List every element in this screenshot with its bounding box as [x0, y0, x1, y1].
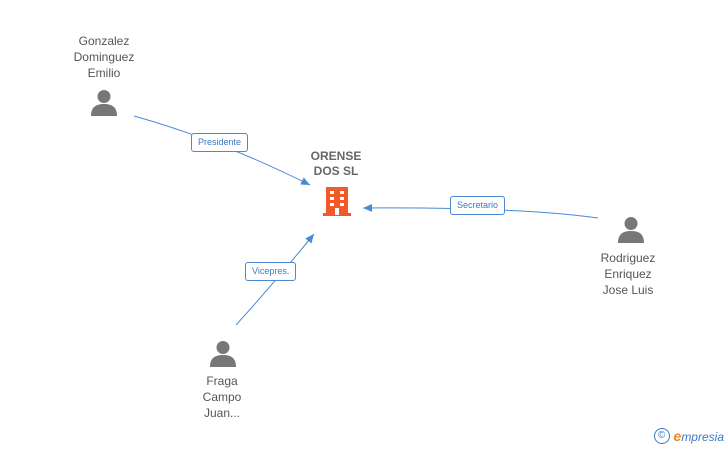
person-label-gonzalez[interactable]: Gonzalez Dominguez Emilio	[54, 33, 154, 81]
company-name-line1: ORENSE	[310, 149, 362, 163]
person-label-fraga[interactable]: Fraga Campo Juan...	[172, 373, 272, 421]
person-name-line: Campo	[202, 390, 242, 404]
person-icon[interactable]	[616, 215, 646, 245]
person-name-line: Emilio	[87, 66, 121, 80]
copyright-icon: ©	[653, 428, 670, 444]
person-icon[interactable]	[89, 88, 119, 118]
person-name-line: Jose Luis	[602, 283, 654, 297]
person-name-line: Fraga	[206, 374, 238, 388]
person-icon[interactable]	[208, 339, 238, 369]
edge-label-presidente[interactable]: Presidente	[191, 133, 249, 152]
empresia-watermark[interactable]: © empresia	[653, 428, 724, 444]
person-name-line: Juan...	[203, 406, 241, 420]
brand-first-letter: e	[673, 428, 682, 444]
empresia-logo: empresia	[674, 428, 724, 444]
brand-rest: mpresia	[681, 430, 724, 444]
building-icon[interactable]	[323, 185, 351, 217]
person-name-line: Enriquez	[604, 267, 652, 281]
company-name-line2: DOS SL	[313, 164, 359, 178]
edge-label-secretario[interactable]: Secretario	[450, 196, 506, 215]
person-name-line: Gonzalez	[78, 34, 130, 48]
person-label-rodriguez[interactable]: Rodriguez Enriquez Jose Luis	[578, 250, 678, 298]
person-name-line: Dominguez	[73, 50, 135, 64]
person-name-line: Rodriguez	[600, 251, 656, 265]
edge-label-vicepres[interactable]: Vicepres.	[245, 262, 297, 281]
company-name[interactable]: ORENSE DOS SL	[296, 149, 376, 179]
